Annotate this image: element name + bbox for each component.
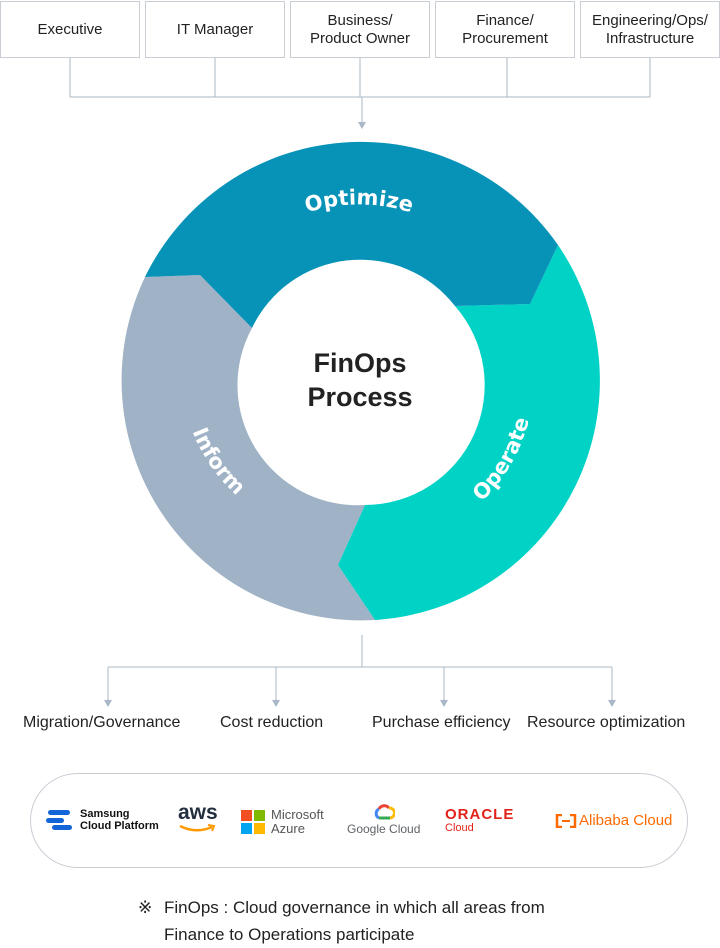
google-cloud-icon bbox=[374, 804, 395, 820]
center-title: FinOps Process bbox=[307, 348, 413, 412]
role-connectors bbox=[69, 58, 651, 129]
phase-inform-segment bbox=[121, 275, 375, 621]
microsoft-azure-logo: Microsoft Azure bbox=[241, 808, 324, 836]
aws-logo: aws bbox=[178, 802, 218, 834]
outcome-cost-reduction: Cost reduction bbox=[220, 714, 324, 731]
phase-operate-segment bbox=[338, 245, 600, 620]
footnote-line2: Finance to Operations participate bbox=[164, 925, 415, 944]
cloud-provider-logos: Samsung Cloud Platform aws Microsoft Azu… bbox=[30, 773, 688, 868]
oracle-cloud-logo: ORACLE Cloud bbox=[445, 806, 515, 834]
role-it-manager: IT Manager bbox=[145, 1, 285, 58]
footnote-line1: FinOps : Cloud governance in which all a… bbox=[164, 898, 545, 917]
aws-smile-icon bbox=[179, 824, 216, 832]
center-circle bbox=[242, 262, 478, 498]
outcome-connectors bbox=[104, 635, 616, 707]
alibaba-bracket-icon bbox=[555, 813, 577, 828]
footnote: ※ FinOps : Cloud governance in which all … bbox=[138, 894, 545, 948]
outcome-purchase-efficiency: Purchase efficiency bbox=[372, 714, 511, 731]
role-executive: Executive bbox=[0, 1, 140, 58]
role-finance-procurement: Finance/ Procurement bbox=[435, 1, 575, 58]
phase-optimize-segment bbox=[145, 141, 558, 328]
google-cloud-logo: Google Cloud bbox=[347, 804, 420, 836]
samsung-cloud-logo: Samsung Cloud Platform bbox=[46, 808, 159, 832]
microsoft-squares-icon bbox=[241, 810, 265, 834]
samsung-cloud-logo-icon bbox=[46, 810, 72, 830]
outcome-migration-governance: Migration/Governance bbox=[23, 714, 181, 731]
role-engineering-ops: Engineering/Ops/ Infrastructure bbox=[580, 1, 720, 58]
outcome-resource-optimization: Resource optimization bbox=[527, 714, 686, 731]
role-business-product-owner: Business/ Product Owner bbox=[290, 1, 430, 58]
alibaba-cloud-logo: Alibaba Cloud bbox=[555, 812, 672, 829]
reference-mark: ※ bbox=[138, 898, 153, 917]
